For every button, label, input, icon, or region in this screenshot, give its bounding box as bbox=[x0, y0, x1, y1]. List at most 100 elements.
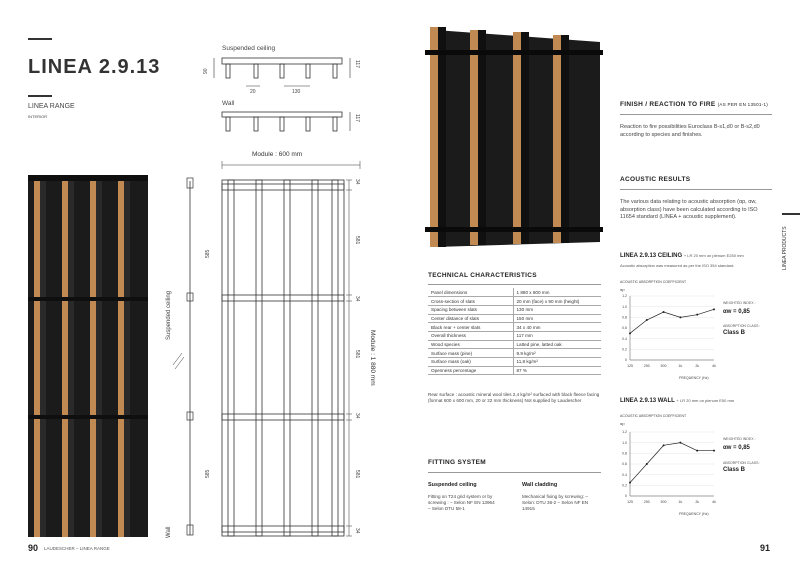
x-tick-label: 250 bbox=[644, 500, 650, 504]
x-tick-label: 2k bbox=[695, 364, 699, 368]
fit-ceiling-title: Suspended ceiling bbox=[428, 482, 477, 488]
acoustic-text: The various data relating to acoustic ab… bbox=[620, 199, 758, 220]
right-dim-4: 34 bbox=[354, 413, 360, 419]
right-dim-1: 581 bbox=[354, 236, 360, 245]
ceiling-class-label: ABSORPTION CLASS : bbox=[723, 324, 761, 328]
series-line bbox=[629, 442, 714, 483]
fitting-rule bbox=[428, 472, 601, 473]
dim-117-bottom: 117 bbox=[354, 114, 360, 122]
footer-page-left: 90 bbox=[28, 543, 39, 553]
fitting-title: FITTING SYSTEM bbox=[428, 459, 487, 466]
tech-cell-label: Cross-section of slats bbox=[428, 296, 514, 306]
wall-chart-ylabel: ACOUSTIC ABSORPTION COEFFICIENT bbox=[620, 414, 687, 418]
y-tick-label: 0.4 bbox=[622, 337, 627, 341]
x-tick-label: 1k bbox=[679, 500, 683, 504]
tech-cell-label: Black rear + center slats bbox=[428, 322, 514, 332]
y-tick-label: 0 bbox=[625, 494, 627, 498]
wall-chart-xlabel: FREQUENCY (Hz) bbox=[679, 512, 709, 516]
ceiling-chart-ysymbol: αp bbox=[620, 287, 625, 292]
data-point bbox=[696, 313, 699, 316]
x-tick-label: 250 bbox=[644, 364, 650, 368]
y-tick-label: 0.8 bbox=[622, 316, 627, 320]
side-tab-bar bbox=[782, 213, 800, 215]
ceiling-weighted-label: WEIGHTED INDEX : bbox=[723, 301, 756, 305]
x-tick-label: 4k bbox=[712, 500, 716, 504]
right-dim-0: 34 bbox=[354, 179, 360, 185]
x-tick-label: 500 bbox=[661, 364, 667, 368]
panel-photo bbox=[28, 175, 148, 537]
wall-class-label: ABSORPTION CLASS : bbox=[723, 461, 761, 465]
tech-cell-value: 34 x 40 mm bbox=[513, 322, 601, 332]
tech-title: TECHNICAL CHARACTERISTICS bbox=[428, 272, 537, 279]
tech-cell-value: 11,8 kg/m² bbox=[513, 357, 601, 367]
data-point bbox=[713, 308, 715, 311]
dim-117-top: 117 bbox=[354, 60, 360, 68]
module-label: Module : 600 mm bbox=[252, 151, 303, 158]
ceiling-chart-title: LINEA 2.9.13 CEILING + LR 20 mm on plenu… bbox=[620, 253, 744, 259]
acoustic-title: ACOUSTIC RESULTS bbox=[620, 176, 691, 183]
tech-cell-label: Surface mass (oak) bbox=[428, 357, 514, 367]
wall-section-drawing bbox=[221, 111, 351, 132]
data-point bbox=[696, 449, 699, 452]
data-point bbox=[645, 319, 648, 321]
data-point bbox=[679, 441, 682, 444]
y-tick-label: 1.0 bbox=[622, 441, 627, 445]
data-point bbox=[713, 449, 715, 452]
footer-text-left: LAUDESCHER – LINEA RANGE bbox=[44, 546, 110, 551]
right-dim-line bbox=[346, 179, 352, 537]
data-point bbox=[662, 311, 665, 313]
tech-cell-value: 20 mm (face) x 90 mm (height) bbox=[513, 296, 601, 306]
ceiling-chart-ylabel: ACOUSTIC ABSORPTION COEFFICIENT bbox=[620, 280, 687, 284]
tech-cell-label: Center distance of slats bbox=[428, 314, 514, 324]
data-point bbox=[629, 332, 631, 335]
y-tick-label: 1.2 bbox=[622, 294, 627, 298]
range-label: LINEA RANGE bbox=[28, 103, 75, 110]
wall-weighted-value: αw = 0,85 bbox=[723, 445, 750, 451]
tech-cell-label: Surface mass (pine) bbox=[428, 348, 514, 358]
y-tick-label: 0.6 bbox=[622, 326, 627, 330]
panel-angle-photo bbox=[425, 27, 603, 247]
tech-cell-value: 150 mm bbox=[513, 314, 601, 324]
acoustic-rule bbox=[620, 189, 772, 190]
fit-ceiling-text: Fitting on T24 grid system or by screwin… bbox=[428, 494, 495, 511]
tech-rule bbox=[428, 284, 601, 285]
right-dim-6: 34 bbox=[354, 528, 360, 534]
ceiling-section-drawing bbox=[213, 57, 351, 87]
y-tick-label: 0.2 bbox=[622, 348, 627, 352]
module-dim-line bbox=[221, 161, 361, 169]
series-line bbox=[629, 308, 715, 334]
tech-cell-value: Latted pine, latted oak bbox=[513, 340, 601, 350]
ceiling-class-value: Class B bbox=[723, 330, 746, 336]
ceiling-chart-subtitle: Acoustic absorption was measured as per … bbox=[620, 263, 735, 268]
tech-cell-value: 9.9 kg/m² bbox=[513, 348, 601, 358]
side-elevation-drawing bbox=[172, 177, 194, 536]
tech-cell-value: 117 mm bbox=[513, 331, 601, 341]
tech-cell-label: Panel dimensions bbox=[428, 288, 514, 298]
wall-class-value: Class B bbox=[723, 467, 746, 473]
right-dim-3: 581 bbox=[354, 350, 360, 359]
dim-90: 90 bbox=[203, 68, 209, 74]
data-point bbox=[679, 316, 682, 319]
side-dim-top: 585 bbox=[205, 249, 211, 258]
dim-130: 130 bbox=[292, 89, 301, 95]
y-tick-label: 0.8 bbox=[622, 452, 627, 456]
y-tick-label: 0.4 bbox=[622, 473, 627, 477]
dim-20: 20 bbox=[250, 89, 256, 95]
data-point bbox=[645, 463, 648, 465]
wall-chart-ysymbol: αp bbox=[620, 421, 625, 426]
module-vertical-label: Module : 1 880 mm bbox=[369, 330, 376, 386]
wall-weighted-label: WEIGHTED INDEX : bbox=[723, 437, 756, 441]
x-tick-label: 2k bbox=[695, 500, 699, 504]
y-tick-label: 0.6 bbox=[622, 462, 627, 466]
wall-chart-title: LINEA 2.9.13 WALL + LR 20 mm on plenum E… bbox=[620, 398, 735, 404]
right-dim-2: 34 bbox=[354, 296, 360, 302]
